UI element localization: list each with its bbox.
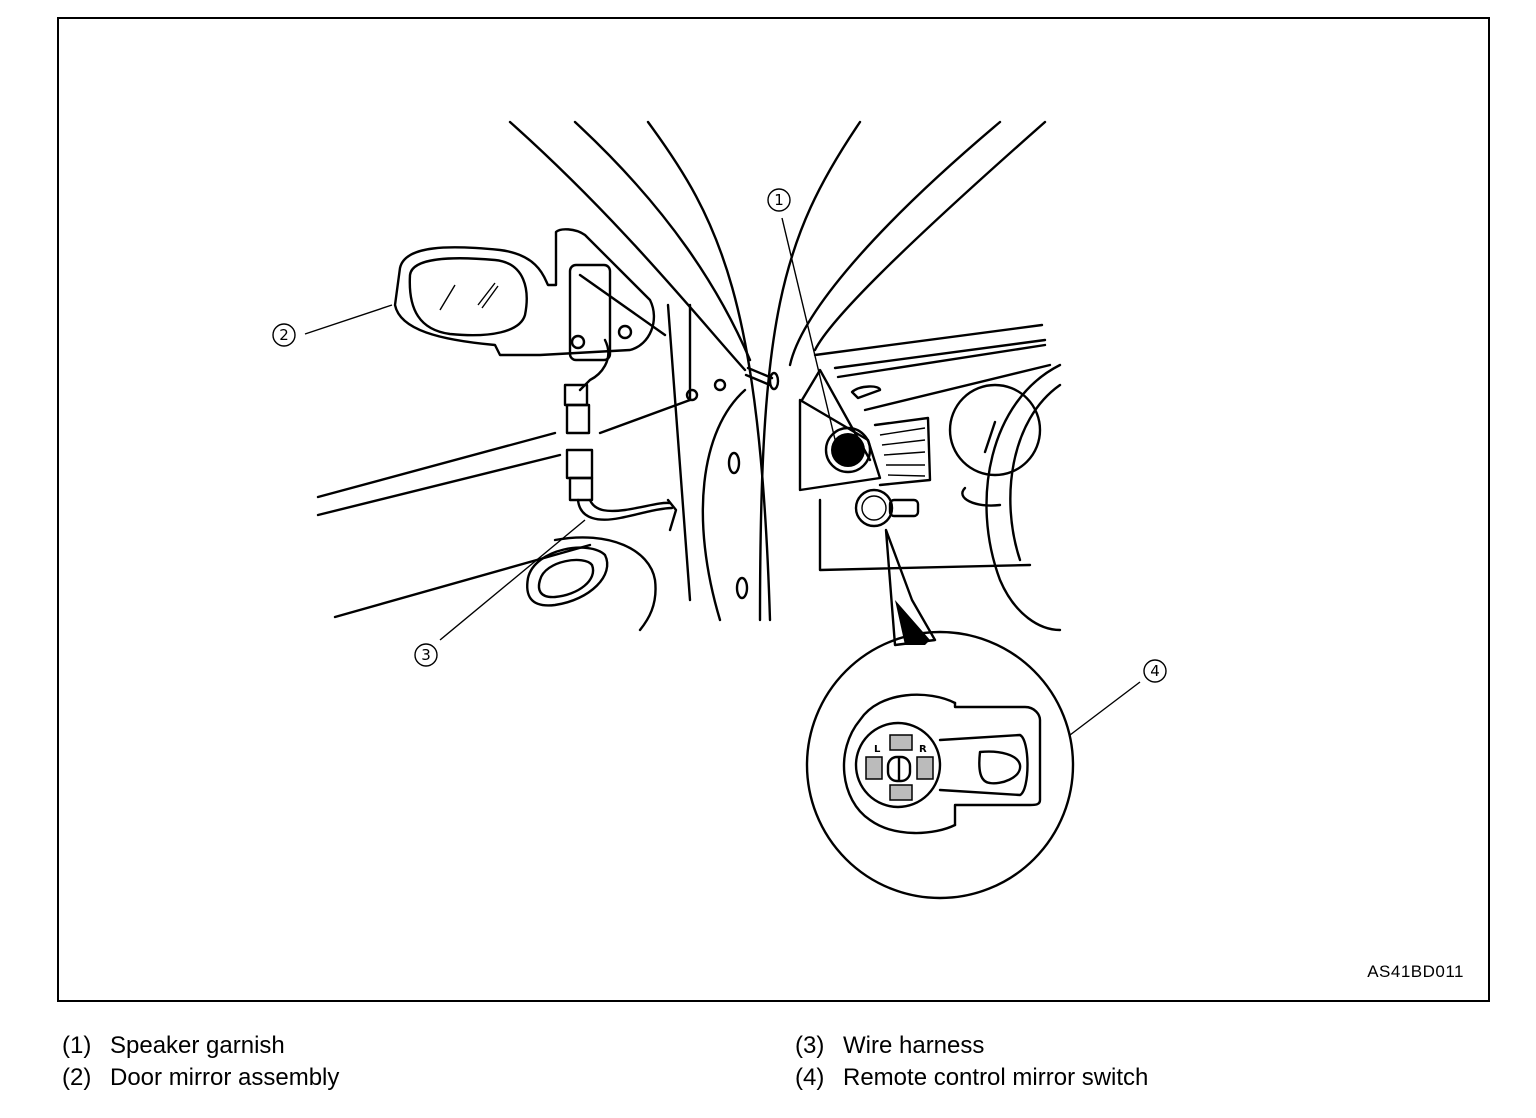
legend-label: Speaker garnish bbox=[110, 1032, 285, 1059]
legend-label: Door mirror assembly bbox=[110, 1064, 340, 1091]
legend-right: (3) Wire harness (4) Remote control mirr… bbox=[795, 1030, 1148, 1094]
legend-item: (2) Door mirror assembly bbox=[62, 1062, 339, 1094]
legend-number: (3) bbox=[795, 1032, 825, 1059]
figure-frame bbox=[57, 17, 1490, 1002]
switch-label-right: R bbox=[919, 744, 927, 755]
legend-item: (4) Remote control mirror switch bbox=[795, 1062, 1148, 1094]
door-handle bbox=[526, 536, 657, 632]
switch-magnified: L R bbox=[805, 600, 1075, 900]
legend-number: (4) bbox=[795, 1064, 825, 1091]
dashboard bbox=[798, 323, 1062, 632]
switch-label-left: L bbox=[874, 744, 881, 755]
mirror-switch-small bbox=[854, 488, 937, 647]
callout-3-number: 3 bbox=[421, 646, 431, 664]
legend-item: (3) Wire harness bbox=[795, 1030, 1148, 1062]
legend-label: Remote control mirror switch bbox=[843, 1064, 1149, 1091]
a-pillar bbox=[508, 120, 1047, 622]
legend-label: Wire harness bbox=[843, 1032, 985, 1059]
leader-lines bbox=[304, 217, 1141, 736]
figure-code: AS41BD011 bbox=[1367, 962, 1464, 981]
door-panel bbox=[316, 303, 749, 622]
legend-item: (1) Speaker garnish bbox=[62, 1030, 339, 1062]
callout-1-number: 1 bbox=[774, 191, 784, 209]
screw bbox=[744, 366, 780, 391]
wire-harness bbox=[565, 448, 678, 532]
callout-2-number: 2 bbox=[279, 326, 289, 344]
legend-number: (2) bbox=[62, 1064, 92, 1091]
callout-3: 3 bbox=[414, 643, 438, 667]
callout-2: 2 bbox=[272, 323, 296, 347]
legend-number: (1) bbox=[62, 1032, 92, 1059]
legend-left: (1) Speaker garnish (2) Door mirror asse… bbox=[62, 1030, 339, 1094]
door-mirror bbox=[393, 228, 667, 435]
callout-4: 4 bbox=[1143, 659, 1167, 683]
callout-4-number: 4 bbox=[1150, 662, 1160, 680]
callout-1: 1 bbox=[767, 188, 791, 212]
